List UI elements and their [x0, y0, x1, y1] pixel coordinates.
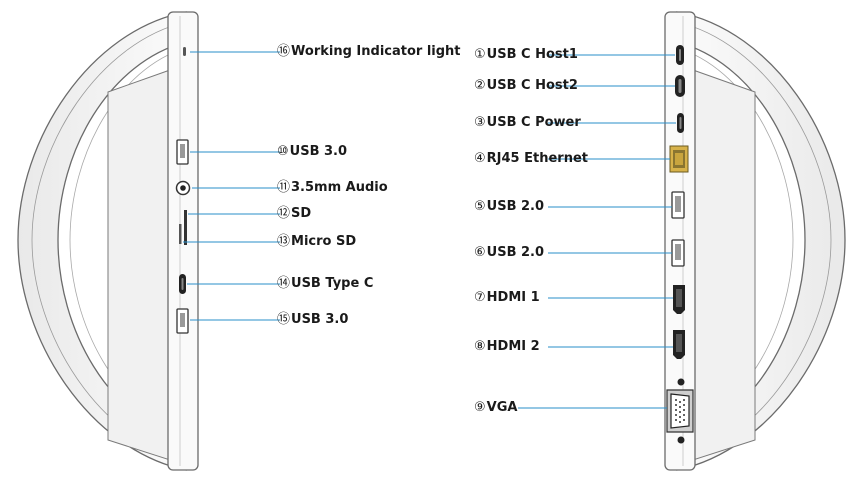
label-usb2-2: ⑥USB 2.0 [474, 245, 544, 261]
port-label: VGA [486, 400, 518, 415]
label-sd: ⑫SD [277, 206, 311, 222]
label-micro-sd: ⑬Micro SD [277, 234, 356, 250]
left-back-panel [107, 69, 171, 461]
label-usb2-1: ⑤USB 2.0 [474, 199, 544, 215]
callout-number: ⑫ [277, 206, 291, 221]
label-rj45: ④RJ45 Ethernet [474, 151, 588, 167]
port-label: USB 2.0 [486, 245, 545, 260]
callout-number: ① [474, 47, 486, 62]
port-label: USB 3.0 [291, 312, 349, 327]
callout-number: ⑯ [277, 44, 291, 59]
port-label: USB Type C [291, 276, 374, 291]
callout-number: ⑤ [474, 199, 486, 214]
label-working-indicator: ⑯Working Indicator light [277, 44, 461, 60]
port-label: HDMI 1 [486, 290, 540, 305]
left-side-strip [167, 11, 199, 471]
callout-number: ⑩ [277, 144, 289, 159]
label-usb3-top: ⑩USB 3.0 [277, 144, 347, 160]
callout-number: ④ [474, 151, 486, 166]
right-device [664, 11, 846, 471]
callout-number: ⑧ [474, 339, 486, 354]
microsd-slot-icon [179, 224, 182, 244]
label-usb-c-host2: ②USB C Host2 [474, 78, 578, 94]
port-label: SD [291, 206, 312, 221]
vga-port-icon [666, 378, 694, 444]
port-label: USB 3.0 [289, 144, 348, 159]
port-label: 3.5mm Audio [291, 180, 388, 195]
left-device [17, 11, 199, 471]
label-usb-c-power: ③USB C Power [474, 115, 581, 131]
label-hdmi1: ⑦HDMI 1 [474, 290, 540, 306]
port-label: USB C Power [486, 115, 581, 130]
port-label: USB 2.0 [486, 199, 545, 214]
port-label: RJ45 Ethernet [486, 151, 588, 166]
label-usb3-bottom: ⑮USB 3.0 [277, 312, 348, 328]
callout-number: ⑦ [474, 290, 486, 305]
leader-lines [183, 51, 676, 409]
callout-number: ⑪ [277, 180, 291, 195]
callout-number: ⑮ [277, 312, 291, 327]
port-label: USB C Host2 [486, 78, 578, 93]
callout-number: ③ [474, 115, 486, 130]
port-label: HDMI 2 [486, 339, 540, 354]
label-usb-type-c: ⑭USB Type C [277, 276, 373, 292]
port-label: Working Indicator light [291, 44, 461, 59]
label-audio: ⑪3.5mm Audio [277, 180, 388, 196]
right-back-panel [692, 69, 756, 461]
indicator-light-icon [183, 47, 186, 56]
sd-slot-icon [184, 210, 187, 245]
port-label: USB C Host1 [486, 47, 578, 62]
callout-number: ⑥ [474, 245, 486, 260]
label-usb-c-host1: ①USB C Host1 [474, 47, 578, 63]
label-vga: ⑨VGA [474, 400, 517, 416]
label-hdmi2: ⑧HDMI 2 [474, 339, 540, 355]
callout-number: ② [474, 78, 486, 93]
callout-number: ⑬ [277, 234, 291, 249]
callout-number: ⑭ [277, 276, 291, 291]
callout-number: ⑨ [474, 400, 486, 415]
port-label: Micro SD [291, 234, 357, 249]
